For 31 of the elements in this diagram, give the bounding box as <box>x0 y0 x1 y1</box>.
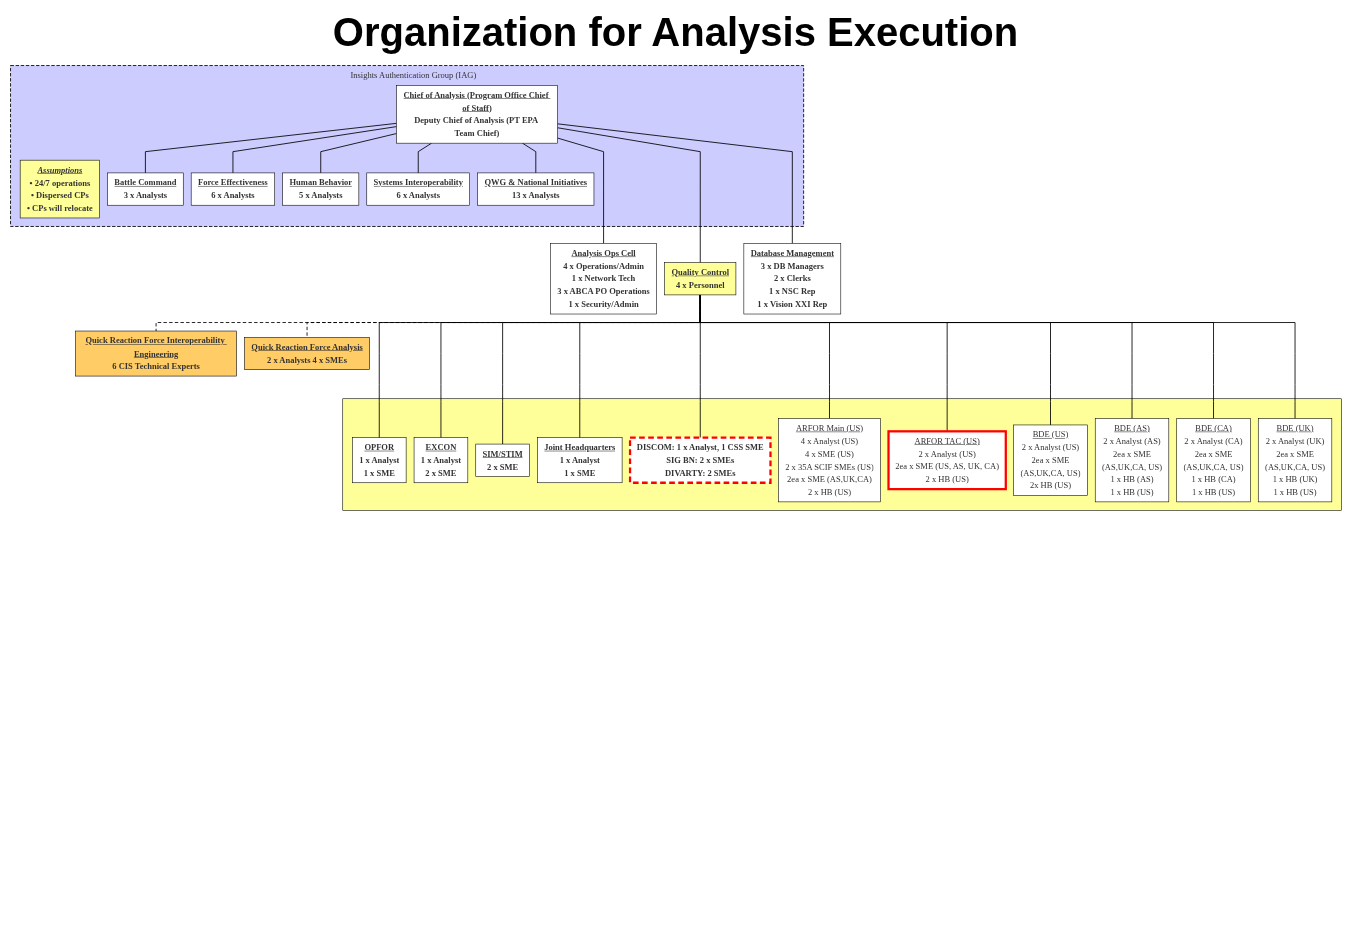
node-box: Analysis Ops Cell 4 x Operations/Admin 1 x Network Tech 3 x ABCA PO Operations 1 x Security/Admin <box>549 243 657 315</box>
node-box: BDE (UK) 2 x Analyst (UK) 2ea x SME (AS,UK,CA, US) 1 x HB (UK) 1 x HB (US) <box>1257 418 1332 503</box>
node-box: OPFOR 1 x Analyst 1 x SME <box>351 437 406 484</box>
node-box: Quick Reaction Force Interoperability Engineering 6 CIS Technical Experts <box>74 330 237 377</box>
node-box: ARFOR TAC (US) 2 x Analyst (US) 2ea x SME (US, AS, UK, CA) 2 x HB (US) <box>886 430 1007 491</box>
connector <box>232 126 397 174</box>
node-box: Battle Command 3 x Analysts <box>106 172 184 206</box>
node-box: Human Behavior 5 x Analysts <box>281 172 359 206</box>
node-box: BDE (AS) 2 x Analyst (AS) 2ea x SME (AS,UK,CA, US) 1 x HB (AS) 1 x HB (US) <box>1094 418 1169 503</box>
connector <box>319 133 397 174</box>
node-box: EXCON 1 x Analyst 2 x SME <box>413 437 468 484</box>
node-box: DISCOM: 1 x Analyst, 1 CSS SME SIG BN: 2 x SMEs DIVARTY: 2 SMEs <box>628 436 772 484</box>
node-box: QWG & National Initiatives 13 x Analysts <box>476 172 594 206</box>
node-box: BDE (US) 2 x Analyst (US) 2ea x SME (AS,UK,CA, US) 2x HB (US) <box>1012 424 1088 496</box>
node-box: Systems Interoperability 6 x Analysts <box>366 172 470 206</box>
node-box: Force Effectiveness 6 x Analysts <box>190 172 275 206</box>
node-box: SIM/STIM 2 x SME <box>474 443 530 477</box>
diagram-title: Organization for Analysis Execution <box>331 10 1020 55</box>
connector <box>144 122 397 174</box>
node-box: Quick Reaction Force Analysis 2 x Analysts 4 x SMEs <box>243 337 370 370</box>
node-box: ARFOR Main (US) 4 x Analyst (US) 4 x SME (US) 2 x 35A SCIF SMEs (US) 2ea x SME (AS,UK,CA) 2 x HB (US) <box>777 418 881 503</box>
cluster <box>341 398 1342 511</box>
node-box: BDE (CA) 2 x Analyst (CA) 2ea x SME (AS,UK,CA, US) 1 x HB (CA) 1 x HB (US) <box>1175 418 1251 503</box>
node-box: Assumptions • 24/7 operations • Dispersed CPs • CPs will relocate <box>19 159 100 219</box>
node-box: Chief of Analysis (Program Office Chief of Staff) Deputy Chief of Analysis (PT EPA Team Chief) <box>395 85 558 144</box>
connector <box>556 127 701 264</box>
node-box: Quality Control 4 x Personnel <box>663 262 736 296</box>
node-box: Joint Headquarters 1 x Analyst 1 x SME <box>536 437 622 484</box>
connector <box>556 137 604 244</box>
node-box: Database Management 3 x DB Managers 2 x Clerks 1 x NSC Rep 1 x Vision XXI Rep <box>743 243 841 315</box>
connector <box>556 123 793 244</box>
